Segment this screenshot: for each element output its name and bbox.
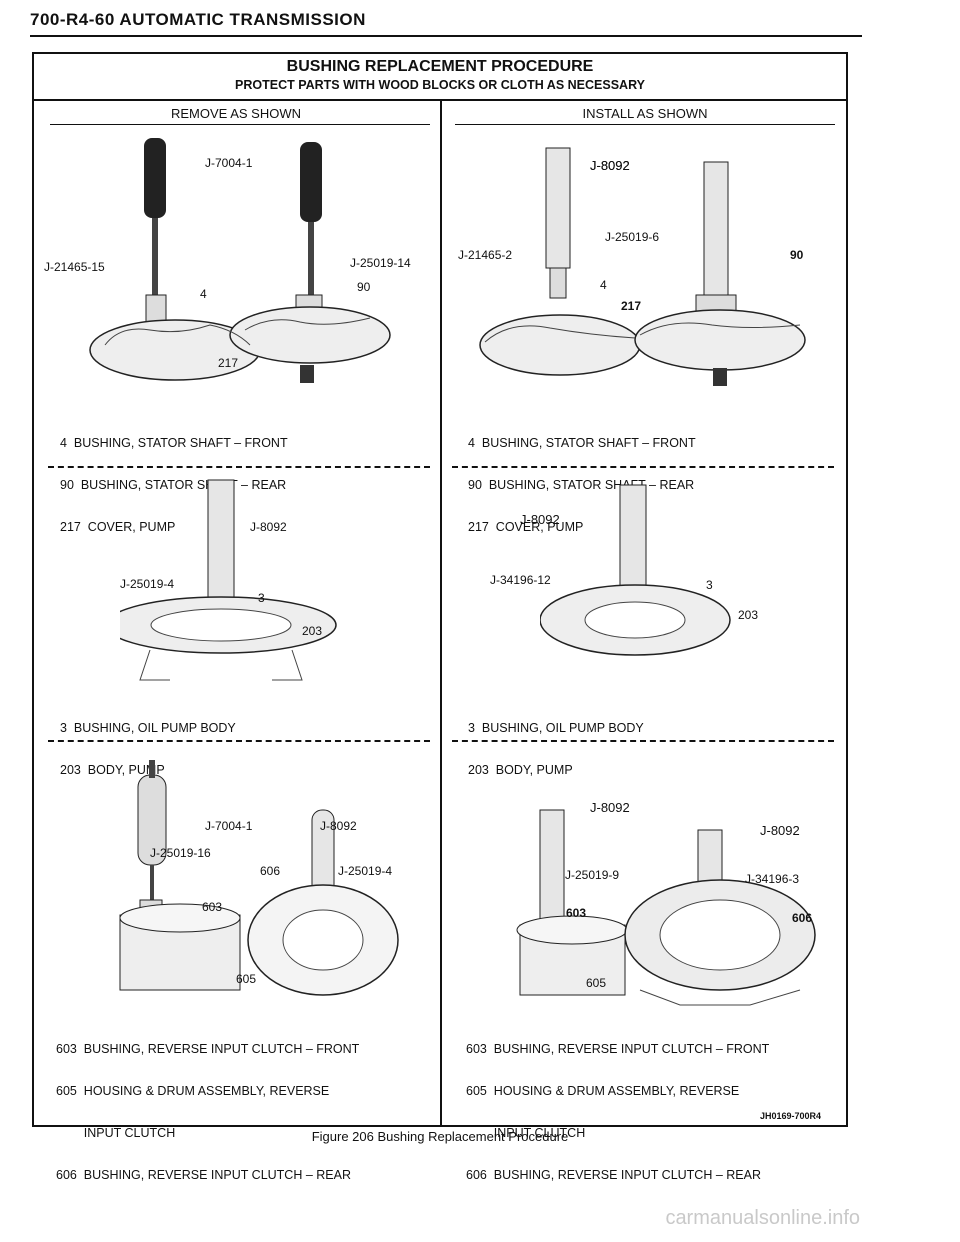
part-label: 90 [790,248,804,262]
part-label: 603 [566,906,587,920]
legend-item: 217 COVER, PUMP [60,520,176,534]
part-label: 203 [738,608,759,622]
legend-item: 4 BUSHING, STATOR SHAFT – FRONT [60,436,288,450]
tool-label: J-21465-2 [458,248,513,262]
column-head-install: INSTALL AS SHOWN [582,106,708,121]
part-label: 603 [202,900,223,914]
tool-label: J-8092 [520,512,560,527]
tool-label: J-8092 [250,520,287,534]
column-head-remove: REMOVE AS SHOWN [170,106,302,121]
tool-label: J-25019-16 [150,846,211,860]
part-label: 203 [302,624,323,638]
legend-remove-3: 603 BUSHING, REVERSE INPUT CLUTCH – FRON… [56,1014,436,1196]
illustration-remove-pump-body-bushing [120,479,337,681]
tool-label: J-8092 [590,800,630,815]
section-separator [48,466,430,468]
tool-label: J-8092 [590,158,630,173]
tool-label: J-7004-1 [205,156,253,170]
legend-item: 217 COVER, PUMP [468,520,584,534]
column-divider [440,100,442,1127]
figure-subtitle: PROTECT PARTS WITH WOOD BLOCKS OR CLOTH … [235,78,645,92]
part-label: 217 [218,356,239,370]
legend-remove-2: 3 BUSHING, OIL PUMP BODY 203 BODY, PUMP [60,693,430,791]
part-label: 606 [260,864,281,878]
figure-title: BUSHING REPLACEMENT PROCEDURE [286,58,594,75]
legend-remove-1: 4 BUSHING, STATOR SHAFT – FRONT 90 BUSHI… [60,408,430,548]
part-label: 605 [586,976,607,990]
section-separator [48,740,430,742]
column-head-rule-right [455,124,835,125]
legend-item: 605 HOUSING & DRUM ASSEMBLY, REVERSE [466,1084,740,1098]
header-rule [30,35,862,37]
part-label: 4 [600,278,607,292]
part-label: 3 [258,591,265,605]
legend-item: 603 BUSHING, REVERSE INPUT CLUTCH – FRON… [466,1042,770,1056]
part-label: 3 [706,578,713,592]
part-label: 217 [621,299,642,313]
tool-label: J-8092 [760,823,800,838]
tool-label: J-7004-1 [205,819,253,833]
tool-label: J-21465-15 [44,260,105,274]
legend-install-2: 3 BUSHING, OIL PUMP BODY 203 BODY, PUMP [468,693,838,791]
legend-item: INPUT CLUTCH [56,1126,176,1140]
part-label: 606 [792,911,813,925]
legend-install-3: 603 BUSHING, REVERSE INPUT CLUTCH – FRON… [466,1014,846,1196]
section-separator [452,740,834,742]
illustration-remove-stator-bushings [89,138,391,383]
legend-install-1: 4 BUSHING, STATOR SHAFT – FRONT 90 BUSHI… [468,408,838,548]
tool-label: J-25019-4 [338,864,393,878]
illustration-install-reverse-clutch-bushings [516,809,816,1006]
section-separator [452,466,834,468]
legend-item: 3 BUSHING, OIL PUMP BODY [468,721,644,735]
watermark: carmanualsonline.info [665,1207,860,1229]
legend-item: 90 BUSHING, STATOR SHAFT – REAR [468,478,695,492]
figure-caption: Figure 206 Bushing Replacement Procedure [311,1129,569,1144]
legend-item: 3 BUSHING, OIL PUMP BODY [60,721,236,735]
legend-item: 606 BUSHING, REVERSE INPUT CLUTCH – REAR [466,1168,761,1182]
part-label: 605 [236,972,257,986]
tool-label: J-25019-6 [605,230,660,244]
tool-label: J-34196-12 [490,573,551,587]
legend-item: 203 BODY, PUMP [468,763,573,777]
legend-item: 606 BUSHING, REVERSE INPUT CLUTCH – REAR [56,1168,351,1182]
legend-item: INPUT CLUTCH [466,1126,586,1140]
legend-item: 4 BUSHING, STATOR SHAFT – FRONT [468,436,696,450]
illustration-remove-reverse-clutch-bushings [119,760,399,996]
legend-item: 605 HOUSING & DRUM ASSEMBLY, REVERSE [56,1084,330,1098]
tool-label: J-34196-3 [745,872,800,886]
illustration-install-stator-bushings [479,147,806,386]
part-label: 90 [357,280,371,294]
illustration-install-pump-body-bushing [540,484,731,656]
part-label: 4 [200,287,207,301]
legend-item: 203 BODY, PUMP [60,763,165,777]
tool-label: J-25019-4 [120,577,175,591]
figure-code: JH0169-700R4 [760,1111,822,1121]
tool-label: J-25019-9 [565,868,620,882]
column-head-rule-left [50,124,430,125]
page-header: 700-R4-60 AUTOMATIC TRANSMISSION [30,10,366,29]
tool-label: J-8092 [320,819,357,833]
tool-label: J-8092 [590,158,630,173]
legend-item: 603 BUSHING, REVERSE INPUT CLUTCH – FRON… [56,1042,360,1056]
tool-label: J-25019-14 [350,256,411,270]
